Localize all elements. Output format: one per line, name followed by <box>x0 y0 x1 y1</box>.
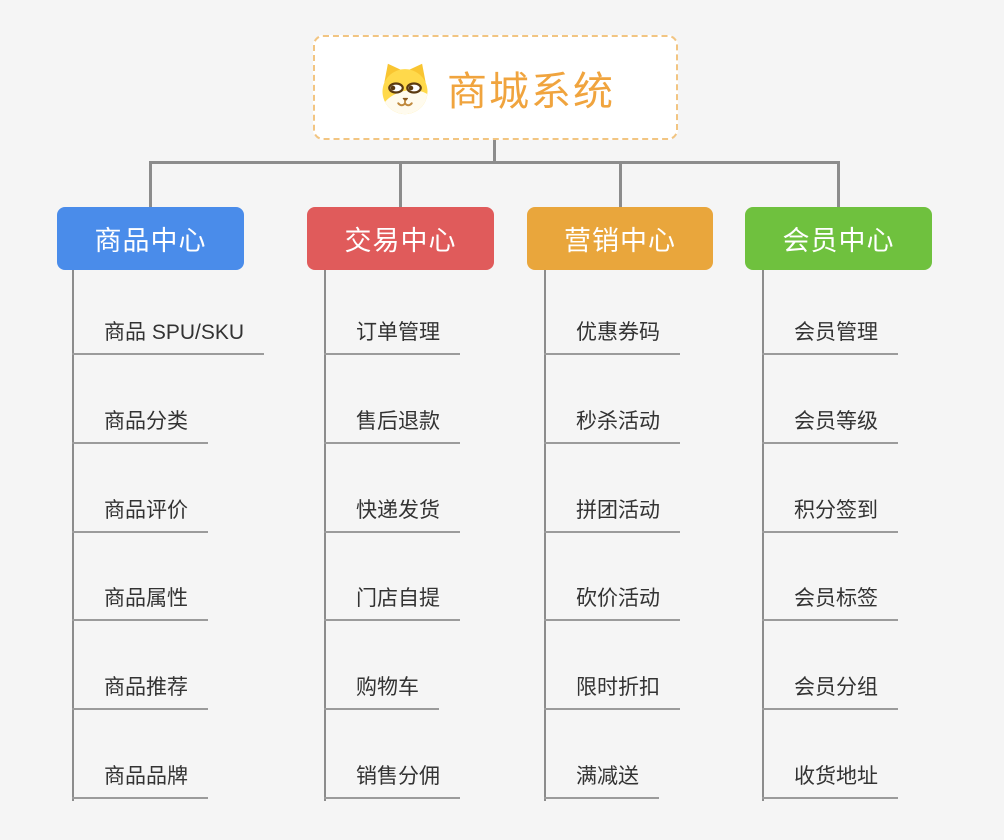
connector-trunk <box>72 270 74 801</box>
leaf-node[interactable]: 快递发货 <box>324 495 460 533</box>
branch-node-marketing-center[interactable]: 营销中心 <box>527 207 713 270</box>
leaf-node[interactable]: 购物车 <box>324 672 439 710</box>
connector-branch-stub <box>837 161 840 208</box>
leaf-node[interactable]: 会员管理 <box>762 317 898 355</box>
branch-label: 商品中心 <box>94 226 207 256</box>
leaf-node[interactable]: 秒杀活动 <box>544 406 680 444</box>
leaf-node[interactable]: 收货地址 <box>762 761 898 799</box>
root-node[interactable]: 商城系统 <box>313 35 678 140</box>
connector-root-stub <box>493 139 496 163</box>
leaf-node[interactable]: 限时折扣 <box>544 672 680 710</box>
branch-node-product-center[interactable]: 商品中心 <box>57 207 244 270</box>
leaf-node[interactable]: 满减送 <box>544 761 659 799</box>
branch-label: 会员中心 <box>782 226 895 256</box>
leaf-node[interactable]: 门店自提 <box>324 583 460 621</box>
leaf-node[interactable]: 积分签到 <box>762 495 898 533</box>
leaf-node[interactable]: 会员标签 <box>762 583 898 621</box>
leaf-node[interactable]: 砍价活动 <box>544 583 680 621</box>
leaf-node[interactable]: 商品 SPU/SKU <box>72 317 265 355</box>
leaf-node[interactable]: 销售分佣 <box>324 761 460 799</box>
connector-branch-stub <box>619 161 622 208</box>
connector-trunk <box>324 270 326 801</box>
leaf-node[interactable]: 会员等级 <box>762 406 898 444</box>
connector-trunk <box>762 270 764 801</box>
leaf-node[interactable]: 售后退款 <box>324 406 460 444</box>
leaf-node[interactable]: 商品评价 <box>72 495 208 533</box>
leaf-node[interactable]: 商品品牌 <box>72 761 208 799</box>
branch-node-member-center[interactable]: 会员中心 <box>745 207 932 270</box>
branch-label: 营销中心 <box>564 226 676 256</box>
leaf-node[interactable]: 优惠券码 <box>544 317 680 355</box>
root-title: 商城系统 <box>447 69 615 114</box>
leaf-node[interactable]: 商品分类 <box>72 406 208 444</box>
connector-trunk <box>544 270 546 801</box>
leaf-node[interactable]: 商品属性 <box>72 583 208 621</box>
leaf-node[interactable]: 拼团活动 <box>544 495 680 533</box>
leaf-node[interactable]: 订单管理 <box>324 317 460 355</box>
leaf-node[interactable]: 商品推荐 <box>72 672 208 710</box>
connector-branch-stub <box>149 161 152 208</box>
connector-branch-stub <box>399 161 402 208</box>
leaf-node[interactable]: 会员分组 <box>762 672 898 710</box>
branch-label: 交易中心 <box>344 226 457 256</box>
branch-node-trade-center[interactable]: 交易中心 <box>307 207 494 270</box>
connector-horizontal-bus <box>149 161 840 164</box>
dog-face-icon <box>382 63 428 114</box>
